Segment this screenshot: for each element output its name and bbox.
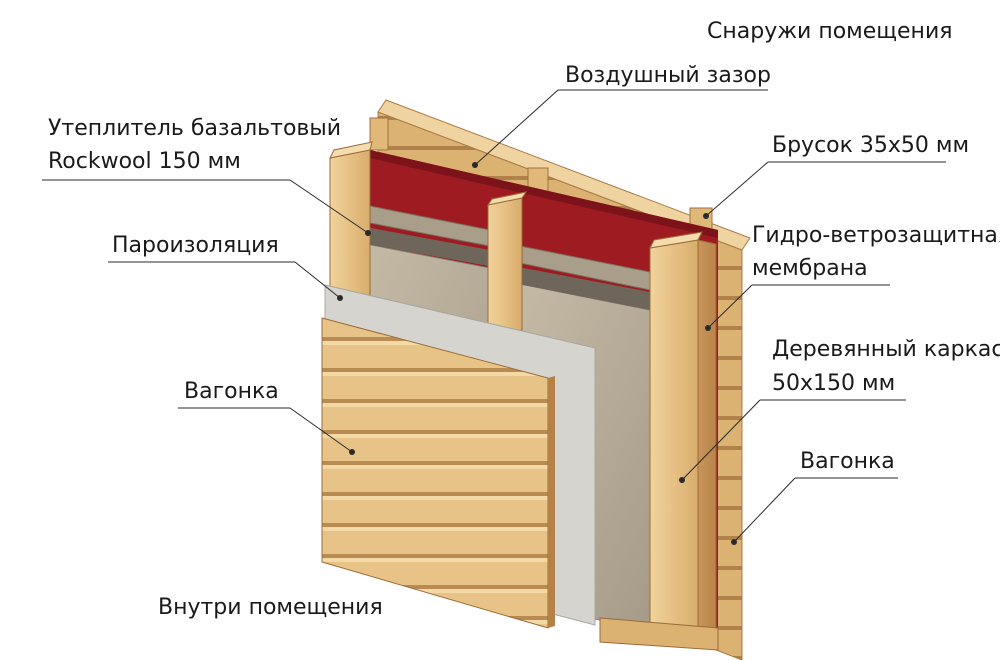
label-vapor-barrier: Пароизоляция <box>112 233 279 258</box>
caption-outside: Снаружи помещения <box>707 19 952 44</box>
inner-lining <box>321 317 555 629</box>
label-batten: Брусок 35х50 мм <box>772 133 969 158</box>
label-insulation-line1: Утеплитель базальтовый <box>48 116 341 141</box>
label-membrane-line1: Гидро-ветрозащитная <box>752 223 1000 248</box>
caption-inside: Внутри помещения <box>158 595 383 620</box>
label-insulation-line2: Rockwool 150 мм <box>48 149 241 174</box>
label-frame-line1: Деревянный каркас <box>772 337 1000 362</box>
label-lining-inner: Вагонка <box>184 379 279 404</box>
label-air-gap: Воздушный зазор <box>565 63 771 88</box>
label-lining-outer: Вагонка <box>800 449 895 474</box>
label-membrane-line2: мембрана <box>752 256 868 281</box>
label-frame-line2: 50х150 мм <box>772 371 895 396</box>
leader-lines <box>42 89 946 545</box>
